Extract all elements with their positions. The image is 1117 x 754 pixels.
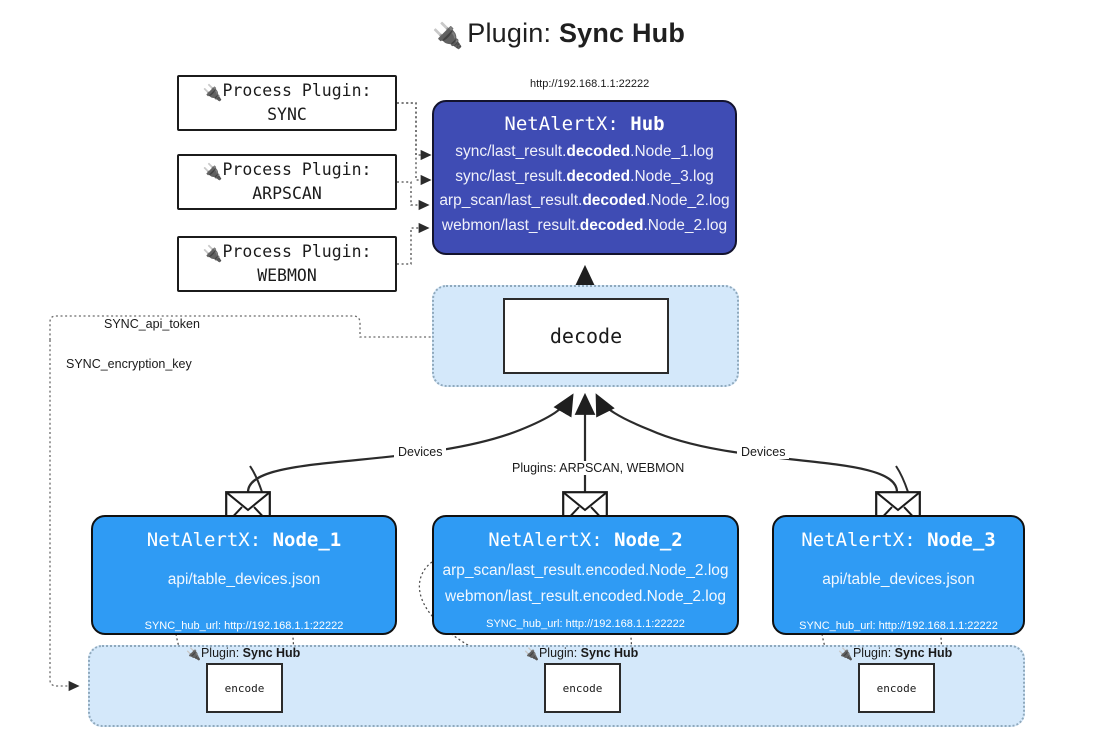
hub-log-line: sync/last_result.decoded.Node_3.log bbox=[455, 167, 714, 185]
plugin-subgraph-caption-3: 🔌Plugin: Sync Hub bbox=[838, 646, 953, 661]
process-plugin-label: Process Plugin: bbox=[222, 242, 372, 262]
process-plugin-sync[interactable]: 🔌Process Plugin: SYNC bbox=[177, 75, 397, 131]
secret-label-encryption-key: SYNC_encryption_key bbox=[62, 357, 196, 371]
edge-label-plugins-center: Plugins: ARPSCAN, WEBMON bbox=[508, 461, 689, 475]
plugin-subgraph-caption-2: 🔌Plugin: Sync Hub bbox=[524, 646, 639, 661]
node-hub-url: SYNC_hub_url: http://192.168.1.1:22222 bbox=[486, 618, 685, 630]
encode-box-3[interactable]: encode bbox=[858, 663, 935, 713]
encode-label: encode bbox=[562, 681, 603, 695]
process-plugin-name: SYNC bbox=[267, 104, 307, 124]
process-plugin-label: Process Plugin: bbox=[222, 81, 372, 101]
hub-url-label: http://192.168.1.1:22222 bbox=[530, 78, 650, 90]
hub-log-line: webmon/last_result.decoded.Node_2.log bbox=[441, 216, 728, 234]
node-box-node-1[interactable]: NetAlertX: Node_1 api/table_devices.json… bbox=[91, 515, 397, 635]
page-title: 🔌Plugin: Sync Hub bbox=[0, 18, 1117, 51]
node-line: api/table_devices.json bbox=[822, 571, 975, 588]
encode-box-1[interactable]: encode bbox=[206, 663, 283, 713]
node-header: NetAlertX: Node_1 bbox=[146, 529, 342, 551]
process-plugin-name: ARPSCAN bbox=[252, 183, 322, 203]
edge-label-devices-right: Devices bbox=[737, 445, 790, 459]
encode-label: encode bbox=[876, 681, 917, 695]
node-line: api/table_devices.json bbox=[167, 571, 321, 588]
hub-header: NetAlertX: Hub bbox=[504, 113, 665, 135]
edge-label-devices-left: Devices bbox=[394, 445, 447, 459]
node-header: NetAlertX: Node_2 bbox=[488, 529, 683, 551]
node-line: webmon/last_result.encoded.Node_2.log bbox=[445, 588, 726, 605]
encode-box-2[interactable]: encode bbox=[544, 663, 621, 713]
process-plugin-label: Process Plugin: bbox=[222, 160, 372, 180]
hub-log-line: sync/last_result.decoded.Node_1.log bbox=[455, 143, 714, 160]
node-box-node-3[interactable]: NetAlertX: Node_3 api/table_devices.json… bbox=[772, 515, 1025, 635]
plug-icon: 🔌 bbox=[202, 244, 223, 264]
encode-label: encode bbox=[224, 681, 265, 695]
node-box-node-2[interactable]: NetAlertX: Node_2 arp_scan/last_result.e… bbox=[432, 515, 739, 635]
node-hub-url: SYNC_hub_url: http://192.168.1.1:22222 bbox=[144, 620, 344, 632]
process-plugin-name: WEBMON bbox=[257, 265, 317, 285]
title-name: Sync Hub bbox=[558, 18, 686, 48]
plug-icon: 🔌 bbox=[838, 647, 853, 661]
title-prefix: Plugin: bbox=[467, 18, 552, 48]
secret-label-api-token: SYNC_api_token bbox=[100, 317, 204, 331]
process-plugin-arpscan[interactable]: 🔌Process Plugin: ARPSCAN bbox=[177, 154, 397, 210]
plugin-subgraph-caption-1: 🔌Plugin: Sync Hub bbox=[186, 646, 301, 661]
plug-icon: 🔌 bbox=[431, 22, 464, 50]
hub-log-line: arp_scan/last_result.decoded.Node_2.log bbox=[439, 192, 730, 209]
plug-icon: 🔌 bbox=[524, 647, 539, 661]
decode-box[interactable]: decode bbox=[503, 298, 669, 374]
process-plugin-webmon[interactable]: 🔌Process Plugin: WEBMON bbox=[177, 236, 397, 292]
decode-label: decode bbox=[549, 324, 623, 348]
plug-icon: 🔌 bbox=[202, 162, 223, 182]
node-header: NetAlertX: Node_3 bbox=[801, 529, 996, 551]
node-hub-url: SYNC_hub_url: http://192.168.1.1:22222 bbox=[799, 620, 998, 632]
node-line: arp_scan/last_result.encoded.Node_2.log bbox=[442, 562, 729, 579]
plug-icon: 🔌 bbox=[186, 647, 201, 661]
plug-icon: 🔌 bbox=[202, 83, 223, 103]
hub-node[interactable]: NetAlertX: Hub sync/last_result.decoded.… bbox=[432, 100, 737, 255]
